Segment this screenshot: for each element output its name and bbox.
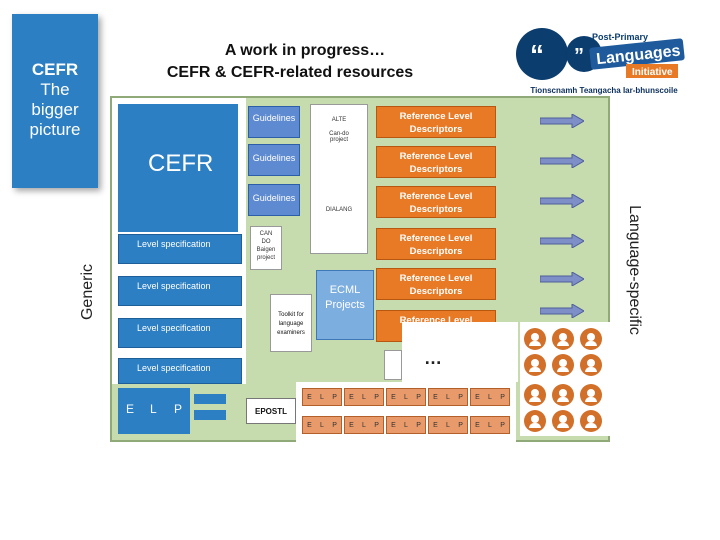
arrow-right-icon bbox=[540, 304, 584, 318]
people-group-icon bbox=[552, 328, 574, 350]
guidelines-box: Guidelines bbox=[248, 184, 300, 216]
arrow-right-icon bbox=[540, 272, 584, 286]
arrow-right-icon bbox=[540, 194, 584, 208]
people-group-icon bbox=[552, 410, 574, 432]
svg-text:”: ” bbox=[574, 45, 584, 67]
reference-level-descriptors: Reference Level Descriptors bbox=[376, 106, 496, 138]
people-group-icon bbox=[524, 328, 546, 350]
cando-badge: CAN DO Baigen project bbox=[250, 226, 282, 270]
learner-groups-grid bbox=[520, 322, 610, 436]
people-group-icon bbox=[524, 410, 546, 432]
arrow-right-icon bbox=[540, 114, 584, 128]
logo-top-text: Post-Primary bbox=[592, 32, 648, 42]
cefr-label: CEFR bbox=[148, 150, 214, 177]
side-tab-title: CEFR bbox=[31, 60, 79, 79]
reference-level-descriptors: Reference Level Descriptors bbox=[376, 186, 496, 218]
people-group-icon bbox=[524, 384, 546, 406]
page-title-line2: CEFR & CEFR-related resources bbox=[166, 64, 414, 81]
arrow-right-icon bbox=[540, 234, 584, 248]
people-group-icon bbox=[524, 354, 546, 376]
ecml-projects-box: ECML Projects bbox=[316, 270, 374, 340]
small-thumbnail bbox=[384, 350, 402, 380]
people-group-icon bbox=[580, 384, 602, 406]
elp-block: E L P bbox=[118, 388, 190, 434]
cefr-block: CEFR bbox=[118, 104, 238, 232]
level-specification: Level specification bbox=[118, 318, 242, 348]
ellipsis: … bbox=[424, 348, 443, 368]
guidelines-box: Guidelines bbox=[248, 144, 300, 176]
cando-project-label: Can-do project bbox=[329, 131, 349, 143]
reference-level-descriptors: Reference Level Descriptors bbox=[376, 146, 496, 178]
people-group-icon bbox=[552, 354, 574, 376]
elp-thumbnail bbox=[194, 410, 226, 420]
people-group-icon bbox=[580, 410, 602, 432]
people-group-icon bbox=[580, 354, 602, 376]
people-group-icon bbox=[552, 384, 574, 406]
alte-label: ALTE bbox=[331, 117, 347, 123]
language-specific-axis-label: Language-specific bbox=[626, 205, 643, 335]
people-group-icon bbox=[580, 328, 602, 350]
reference-level-descriptors: Reference Level Descriptors bbox=[376, 268, 496, 300]
alte-dialang-column: ALTE Can-do project DIALANG bbox=[310, 104, 368, 254]
svg-text:“: “ bbox=[530, 39, 544, 70]
side-tab-subtitle: The bigger picture bbox=[29, 80, 81, 139]
level-specification: Level specification bbox=[118, 234, 242, 264]
dialang-label: DIALANG bbox=[325, 207, 353, 213]
elp-letter-l: L bbox=[150, 402, 157, 416]
logo-sub-text: Initiative bbox=[632, 67, 673, 78]
guidelines-box: Guidelines bbox=[248, 106, 300, 138]
elp-thumbnail bbox=[194, 394, 226, 404]
level-specification: Level specification bbox=[118, 276, 242, 306]
logo-caption: Tionscnamh Teangacha Iar-bhunscoile bbox=[530, 86, 678, 95]
more-projects-box bbox=[402, 322, 518, 382]
languages-initiative-logo: “ ” Post-Primary Languages Initiative bbox=[516, 28, 685, 80]
elp-thumbnails bbox=[194, 394, 228, 434]
epostl-box: EPOSTL bbox=[246, 398, 296, 424]
reference-level-descriptors: Reference Level Descriptors bbox=[376, 228, 496, 260]
elp-letter-p: P bbox=[174, 402, 183, 416]
cefr-bigger-picture-tab: CEFR The bigger picture bbox=[12, 14, 98, 188]
elp-letter-e: E bbox=[126, 402, 135, 416]
generic-axis-label: Generic bbox=[79, 263, 96, 321]
level-specification: Level specification bbox=[118, 358, 242, 384]
toolkit-box: Toolkit for language examiners bbox=[270, 294, 312, 352]
arrow-right-icon bbox=[540, 154, 584, 168]
page-title-line1: A work in progress… bbox=[224, 42, 386, 59]
